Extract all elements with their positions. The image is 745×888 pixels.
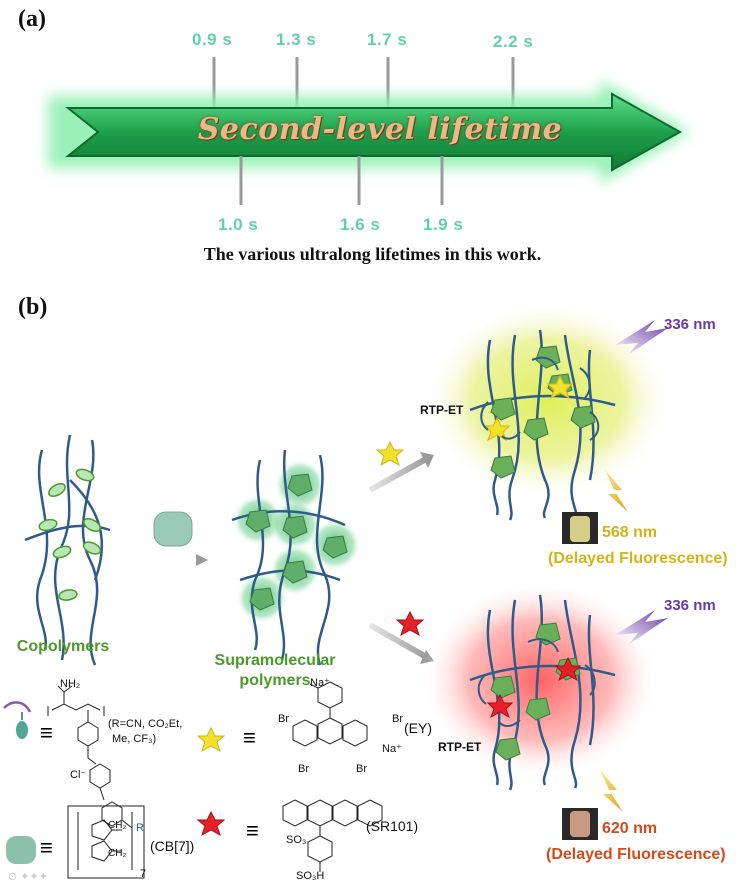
rtp-et-label-bottom: RTP-ET [438, 740, 481, 754]
legend-cb7-capsule [6, 836, 36, 864]
na-label-1: Na⁺ [310, 676, 330, 689]
equiv-symbol-4: ≡ [246, 818, 259, 844]
cb7-ch2-label-2: CH₂ [108, 848, 126, 859]
equiv-symbol-1: ≡ [40, 720, 53, 746]
equiv-symbol-3: ≡ [40, 835, 53, 861]
legend-yellow-star [198, 728, 224, 751]
watermark-logo: ⊙ ✦✦✦ [8, 870, 48, 883]
yellow-star-ey [377, 442, 403, 465]
yellow-emission-description: (Delayed Fluorescence) [548, 550, 728, 568]
red-emission-wavelength: 620 nm [602, 820, 657, 838]
excitation-wavelength-bottom: 336 nm [664, 597, 716, 614]
tick-label-bottom-2: 1.6 s [340, 215, 380, 235]
cb7-ch2-label-1: CH₂ [108, 820, 126, 831]
eosin-y-structure [293, 682, 367, 746]
na-label-2: Na⁺ [382, 742, 402, 755]
r-group-label: R [136, 822, 144, 834]
r-definition-line1: (R=CN, CO₂Et, [108, 718, 182, 730]
yellow-emission-wavelength: 568 nm [602, 524, 657, 542]
tick-label-top-4: 2.2 s [493, 32, 533, 52]
so3h-label: SO₃H [296, 870, 324, 882]
br-label-3: Br [298, 763, 309, 775]
cb7-repeat-count: 7 [140, 868, 146, 880]
tick-label-bottom-1: 1.0 s [218, 215, 258, 235]
red-emission-bolt [600, 770, 623, 812]
cb7-structure [68, 806, 144, 878]
cb7-label: (CB[7]) [150, 838, 194, 854]
r-definition-line2: Me, CF₃) [112, 733, 156, 745]
copolymers-label: Copolymers [8, 638, 118, 656]
nh2-label: NH₂ [60, 678, 80, 690]
br-label-2: Br [392, 713, 403, 725]
cb7-capsule [154, 512, 208, 566]
so3-label: SO₃ [286, 834, 306, 846]
tick-label-top-1: 0.9 s [192, 30, 232, 50]
mechanism-diagram [0, 280, 745, 888]
br-label-1: Br [278, 713, 289, 725]
excitation-wavelength-top: 336 nm [664, 316, 716, 333]
tick-label-top-3: 1.7 s [367, 30, 407, 50]
rtp-et-label-top: RTP-ET [420, 403, 463, 417]
sr101-label: (SR101) [366, 818, 418, 834]
ey-label: (EY) [404, 720, 432, 736]
panel-a-caption: The various ultralong lifetimes in this … [0, 244, 745, 265]
yellow-glow [423, 300, 673, 500]
tick-label-top-2: 1.3 s [276, 30, 316, 50]
supramolecular-label-line1: Supramolecular [210, 652, 340, 670]
br-label-4: Br [356, 763, 367, 775]
copolymer-unit-icon [4, 702, 30, 739]
red-star-sr101 [397, 612, 423, 635]
chloride-label: Cl⁻ [70, 768, 86, 781]
copolymer-structure [48, 686, 132, 828]
arrow-title: Second-level lifetime [180, 112, 580, 147]
legend-red-star [198, 812, 224, 835]
red-emission-description: (Delayed Fluorescence) [546, 846, 726, 864]
equiv-symbol-2: ≡ [243, 725, 256, 751]
tick-label-bottom-3: 1.9 s [423, 215, 463, 235]
